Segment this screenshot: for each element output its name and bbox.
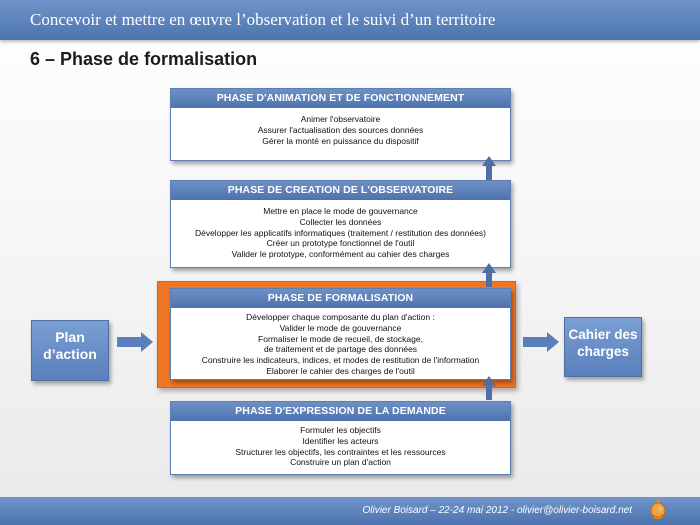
phase-title: PHASE DE CREATION DE L'OBSERVATOIRE xyxy=(171,181,510,200)
phase-title: PHASE D'EXPRESSION DE LA DEMANDE xyxy=(171,402,510,421)
phase-content: Développer chaque composante du plan d'a… xyxy=(171,308,510,377)
phase-expression-box: PHASE D'EXPRESSION DE LA DEMANDE Formule… xyxy=(170,401,511,475)
phase-content: Animer l'observatoire Assurer l'actualis… xyxy=(171,108,510,146)
phase-item: de traitement et de partage des données xyxy=(263,344,418,355)
phase-item: Structurer les objectifs, les contrainte… xyxy=(235,446,446,457)
output-label-line1: Cahier des xyxy=(568,327,638,342)
phase-item: Formuler les objectifs xyxy=(300,425,381,435)
phase-animation-box: PHASE D'ANIMATION ET DE FONCTIONNEMENT A… xyxy=(170,88,511,161)
phase-item: Formaliser le mode de recueil, de stocka… xyxy=(258,333,423,344)
slide-title: 6 – Phase de formalisation xyxy=(30,49,258,69)
phase-item: Mettre en place le mode de gouvernance xyxy=(263,206,418,216)
right-arrow-icon xyxy=(117,332,153,352)
phase-item: Assurer l'actualisation des sources donn… xyxy=(257,124,424,135)
output-cahier-charges-box: Cahier des charges xyxy=(564,317,642,377)
phase-item: Valider le prototype, conformément au ca… xyxy=(231,249,450,260)
phase-formalisation-box: PHASE DE FORMALISATION Développer chaque… xyxy=(170,288,511,380)
phase-content: Mettre en place le mode de gouvernance C… xyxy=(171,200,510,260)
output-label-line2: charges xyxy=(577,344,629,359)
phase-item: Collecter les données xyxy=(299,216,382,227)
input-plan-action-box: Plan d’action xyxy=(31,320,109,381)
phase-item: Construire les indicateurs, indices, et … xyxy=(201,355,480,366)
footer-credit: Olivier Boisard – 22-24 mai 2012 - olivi… xyxy=(362,505,632,516)
phase-creation-box: PHASE DE CREATION DE L'OBSERVATOIRE Mett… xyxy=(170,180,511,268)
phase-item: Développer chaque composante du plan d'a… xyxy=(246,312,435,322)
input-label-line1: Plan xyxy=(55,329,85,345)
phase-item: Identifier les acteurs xyxy=(302,435,379,446)
phase-item: Développer les applicatifs informatiques… xyxy=(194,227,487,238)
up-arrow-icon xyxy=(482,376,496,400)
input-label-line2: d’action xyxy=(43,346,97,362)
up-arrow-icon xyxy=(482,263,496,287)
footer-bar: Olivier Boisard – 22-24 mai 2012 - olivi… xyxy=(0,497,700,525)
phase-item: Gérer la monté en puissance du dispositi… xyxy=(262,135,419,146)
header-bar: Concevoir et mettre en œuvre l’observati… xyxy=(0,0,700,40)
phase-item: Créer un prototype fonctionnel de l'outi… xyxy=(266,238,415,249)
header-title: Concevoir et mettre en œuvre l’observati… xyxy=(30,10,496,29)
phase-content: Formuler les objectifs Identifier les ac… xyxy=(171,421,510,468)
up-arrow-icon xyxy=(482,156,496,180)
phase-item: Elaborer le cahier des charges de l'outi… xyxy=(266,365,415,376)
phase-title: PHASE D'ANIMATION ET DE FONCTIONNEMENT xyxy=(171,89,510,108)
phase-title: PHASE DE FORMALISATION xyxy=(171,289,510,308)
phase-item: Construire un plan d'action xyxy=(290,457,391,468)
phase-item: Valider le mode de gouvernance xyxy=(279,322,402,333)
right-arrow-icon xyxy=(523,332,559,352)
phase-item: Animer l'observatoire xyxy=(300,114,381,124)
fish-logo-icon xyxy=(650,499,666,520)
